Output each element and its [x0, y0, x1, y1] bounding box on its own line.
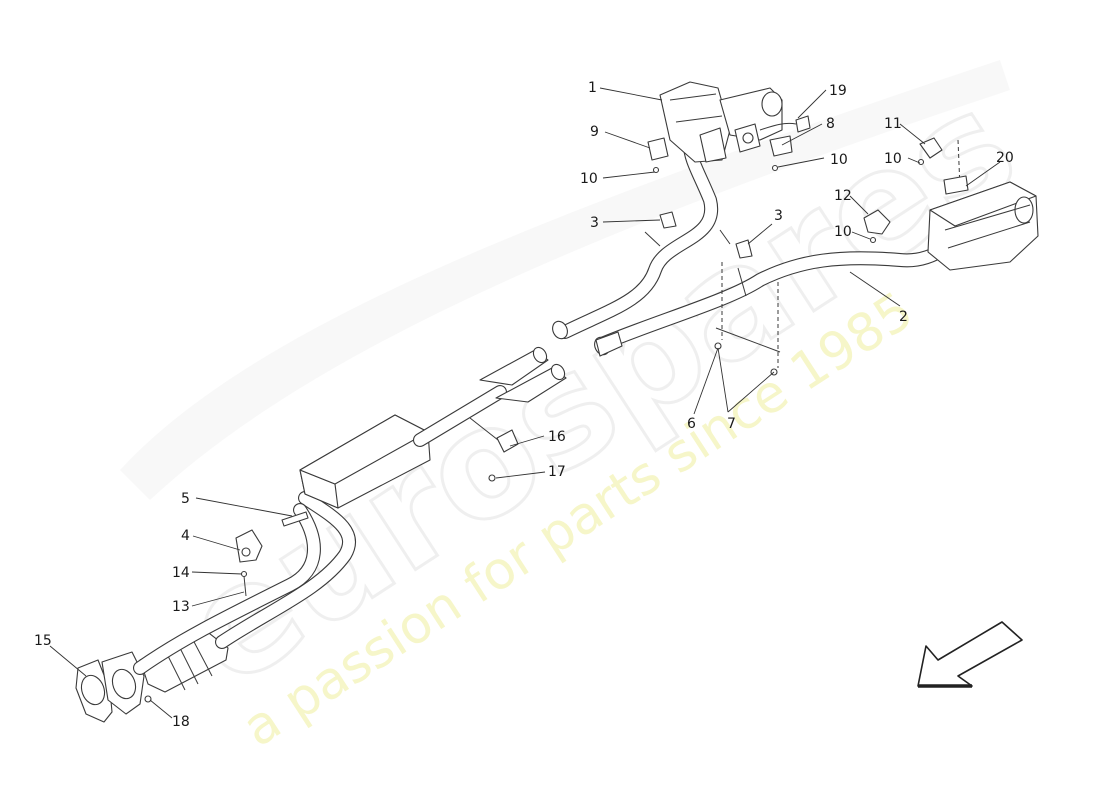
callout-2: 2: [899, 309, 908, 325]
callout-4: 4: [181, 528, 190, 544]
callout-10: 10: [580, 171, 598, 187]
callout-16: 16: [548, 429, 566, 445]
rear-pipes: [552, 138, 952, 376]
callout-12: 12: [834, 188, 852, 204]
callout-1: 1: [588, 80, 597, 96]
callout-17: 17: [548, 464, 566, 480]
callout-3: 3: [590, 215, 599, 231]
callout-6: 6: [687, 416, 696, 432]
rear-muffler-right: [863, 137, 1039, 271]
callout-5: 5: [181, 491, 190, 507]
callout-8: 8: [826, 116, 835, 132]
callout-15: 15: [34, 633, 52, 649]
callout-9: 9: [590, 124, 599, 140]
callout-10: 10: [834, 224, 852, 240]
callout-3: 3: [774, 208, 783, 224]
callout-labels: 1 19 9 8 10 10 11 10 20 3 3 12 10 2 6 7 …: [34, 80, 1014, 730]
callout-19: 19: [829, 83, 847, 99]
callout-14: 14: [172, 565, 190, 581]
watermark: eurospares a passion for parts since 198…: [120, 56, 1047, 759]
callout-10: 10: [830, 152, 848, 168]
direction-arrow-icon: [917, 621, 1023, 688]
callout-20: 20: [996, 150, 1014, 166]
callout-18: 18: [172, 714, 190, 730]
leader-lines: [49, 87, 1001, 719]
callout-7: 7: [727, 416, 736, 432]
callout-13: 13: [172, 599, 190, 615]
callout-11: 11: [884, 116, 902, 132]
callout-10: 10: [884, 151, 902, 167]
front-pipe-assembly: [75, 491, 356, 723]
rear-muffler-left: [647, 81, 811, 174]
center-muffler: [299, 346, 567, 509]
